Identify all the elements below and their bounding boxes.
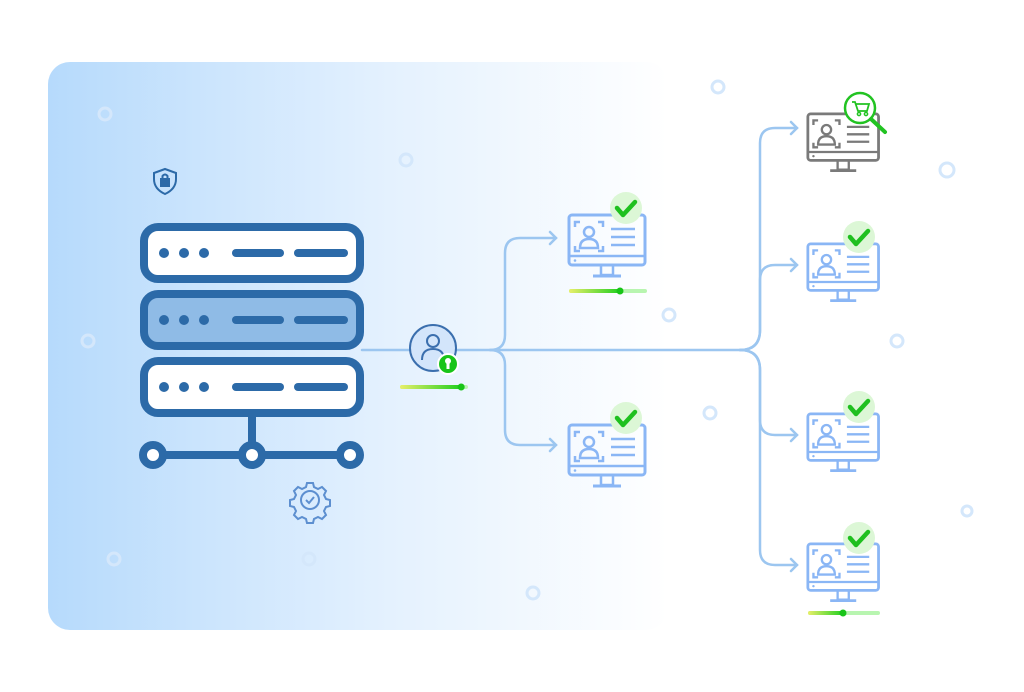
monitor-profile-icon — [806, 112, 880, 172]
check-icon — [843, 522, 875, 554]
gateway-progress-bar — [400, 383, 468, 391]
check-icon — [610, 402, 642, 434]
background-panel — [48, 62, 668, 630]
monitor-progress-bar — [808, 609, 880, 617]
check-icon — [610, 192, 642, 224]
magnifier-cart-icon — [843, 91, 887, 134]
connector-lines — [360, 120, 799, 573]
gear-check-icon — [289, 482, 331, 524]
server-rack-icon — [139, 223, 364, 469]
check-icon — [843, 221, 875, 253]
monitor-profile-icon — [806, 412, 880, 472]
check-icon — [843, 391, 875, 423]
shield-lock-icon — [153, 167, 177, 196]
user-lock-icon — [409, 324, 459, 375]
decorative-dots — [80, 79, 974, 601]
monitor-progress-bar — [569, 287, 647, 295]
monitor-profile-icon — [806, 242, 880, 302]
monitor-profile-icon — [806, 542, 880, 602]
